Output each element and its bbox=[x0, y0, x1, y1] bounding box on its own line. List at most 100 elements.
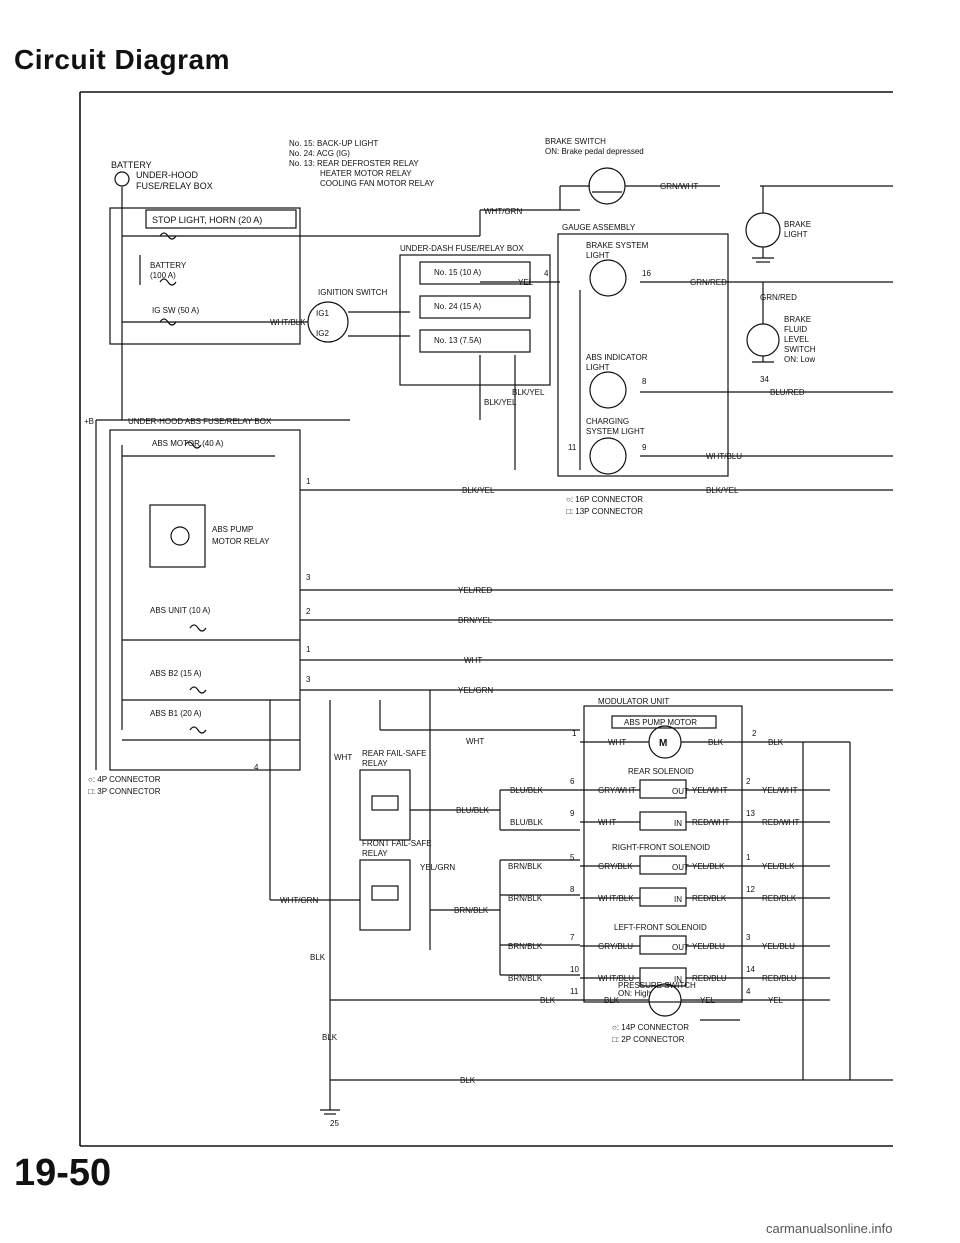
pin-3: 3 bbox=[306, 573, 311, 582]
wire-blk-pressure: BLK bbox=[540, 996, 556, 1005]
underdash-box-label: UNDER-DASH FUSE/RELAY BOX bbox=[400, 244, 524, 253]
wire-gry-wht: GRY/WHT bbox=[598, 786, 636, 795]
pin-5: 5 bbox=[570, 853, 575, 862]
brake-fluid-label-5: ON: Low bbox=[784, 355, 815, 364]
wire-wht-5: WHT bbox=[598, 818, 616, 827]
rear-sol-in: IN bbox=[674, 819, 682, 828]
wire-yel-blu: YEL/BLU bbox=[692, 942, 725, 951]
rf-sol-in: IN bbox=[674, 895, 682, 904]
wire-blk-motor-2: BLK bbox=[768, 738, 784, 747]
lf-solenoid-label: LEFT-FRONT SOLENOID bbox=[614, 923, 707, 932]
lf-sol-in: IN bbox=[674, 975, 682, 984]
lf-sol-out: OUT bbox=[672, 943, 689, 952]
watermark: carmanualsonline.info bbox=[766, 1221, 893, 1236]
abs-b1-fuse-label: ABS B1 (20 A) bbox=[150, 709, 202, 718]
pin-2c: 2 bbox=[752, 729, 757, 738]
pin-1c: 1 bbox=[572, 729, 577, 738]
abs-pump-relay-label-1: ABS PUMP bbox=[212, 525, 253, 534]
pin-14: 14 bbox=[746, 965, 755, 974]
battery-fuse-label: BATTERY bbox=[150, 261, 187, 270]
modulator-connector-14p: ○: 14P CONNECTOR bbox=[612, 1023, 689, 1032]
rear-failsafe-label-1: REAR FAIL-SAFE bbox=[362, 749, 426, 758]
front-failsafe-label-1: FRONT FAIL-SAFE bbox=[362, 839, 432, 848]
front-failsafe-label-2: RELAY bbox=[362, 849, 388, 858]
pin-13: 13 bbox=[746, 809, 755, 818]
wire-blk-yel-2: BLK/YEL bbox=[484, 398, 517, 407]
ig1-label: IG1 bbox=[316, 309, 329, 318]
battery-fuse-rating: (100 A) bbox=[150, 271, 176, 280]
ignition-switch-label: IGNITION SWITCH bbox=[318, 288, 388, 297]
pin-3d: 3 bbox=[746, 933, 751, 942]
charging-light-label-2: SYSTEM LIGHT bbox=[586, 427, 645, 436]
pin-7: 7 bbox=[570, 933, 575, 942]
wire-blu-blk-3: BLU/BLK bbox=[510, 818, 544, 827]
wire-yel-grn: YEL/GRN bbox=[458, 686, 493, 695]
brake-switch-label: BRAKE SWITCH bbox=[545, 137, 606, 146]
brake-fluid-label-2: FLUID bbox=[784, 325, 807, 334]
abs-indicator-label-2: LIGHT bbox=[586, 363, 610, 372]
underdash-fuse-15: No. 15 (10 A) bbox=[434, 268, 481, 277]
wire-yel-top: YEL bbox=[518, 278, 534, 287]
brake-fluid-label-4: SWITCH bbox=[784, 345, 816, 354]
rear-solenoid-label: REAR SOLENOID bbox=[628, 767, 694, 776]
wire-wht: WHT bbox=[464, 656, 482, 665]
gauge-connector-16p: ○: 16P CONNECTOR bbox=[566, 495, 643, 504]
wire-blu-red: BLU/RED bbox=[770, 388, 805, 397]
fuse-note-2: No. 24: ACG (IG) bbox=[289, 149, 350, 158]
wire-wht-blu: WHT/BLU bbox=[706, 452, 742, 461]
wire-yel-blk: YEL/BLK bbox=[692, 862, 725, 871]
wire-yel-pressure: YEL bbox=[700, 996, 716, 1005]
wire-blk-yel-1: BLK/YEL bbox=[512, 388, 545, 397]
brake-fluid-label-1: BRAKE bbox=[784, 315, 811, 324]
plus-b-label: +B bbox=[84, 417, 94, 426]
fuse-note-4: HEATER MOTOR RELAY bbox=[320, 169, 412, 178]
wire-blu-blk-1: BLU/BLK bbox=[456, 806, 490, 815]
wire-blk-yel-4: BLK/YEL bbox=[706, 486, 739, 495]
wire-brn-blk-3: BRN/BLK bbox=[454, 906, 489, 915]
wire-brn-blk-1: BRN/BLK bbox=[508, 862, 543, 871]
brake-fluid-label-3: LEVEL bbox=[784, 335, 809, 344]
wire-grn-wht: GRN/WHT bbox=[660, 182, 698, 191]
wire-yel-red: YEL/RED bbox=[458, 586, 492, 595]
modulator-connector-2p: □: 2P CONNECTOR bbox=[612, 1035, 685, 1044]
abs-indicator-label-1: ABS INDICATOR bbox=[586, 353, 648, 362]
pin-1d: 1 bbox=[746, 853, 751, 862]
pin-8: 8 bbox=[642, 377, 647, 386]
rear-failsafe-label-2: RELAY bbox=[362, 759, 388, 768]
wire-gry-blu: GRY/BLU bbox=[598, 942, 633, 951]
pin-4d: 4 bbox=[746, 987, 751, 996]
wire-blk-pressure-2: BLK bbox=[604, 996, 620, 1005]
pin-2: 2 bbox=[306, 607, 311, 616]
pin-34: 34 bbox=[760, 375, 769, 384]
pin-1b: 1 bbox=[306, 645, 311, 654]
pin-11: 11 bbox=[568, 443, 577, 452]
wire-blk-relay-2: BLK bbox=[322, 1033, 338, 1042]
pin-11b: 11 bbox=[570, 987, 579, 996]
modulator-unit-label: MODULATOR UNIT bbox=[598, 697, 669, 706]
wire-red-blk-2: RED/BLK bbox=[762, 894, 797, 903]
pin-3b: 3 bbox=[306, 675, 311, 684]
pin-12: 12 bbox=[746, 885, 755, 894]
rear-sol-out: OUT bbox=[672, 787, 689, 796]
underdash-fuse-13: No. 13 (7.5A) bbox=[434, 336, 482, 345]
fuse-note-5: COOLING FAN MOTOR RELAY bbox=[320, 179, 435, 188]
wire-red-blk: RED/BLK bbox=[692, 894, 727, 903]
wire-wht-3: WHT bbox=[608, 738, 626, 747]
underhood-box-label-2: FUSE/RELAY BOX bbox=[136, 181, 213, 191]
wire-red-wht-2: RED/WHT bbox=[762, 818, 799, 827]
page-number: 19-50 bbox=[14, 1152, 112, 1194]
pin-10: 10 bbox=[570, 965, 579, 974]
page-title: Circuit Diagram bbox=[14, 44, 230, 75]
pin-6: 6 bbox=[570, 777, 575, 786]
pin-9b: 9 bbox=[570, 809, 575, 818]
abs-pump-relay-label-2: MOTOR RELAY bbox=[212, 537, 270, 546]
wire-wht-blu-2: WHT/BLU bbox=[598, 974, 634, 983]
abs-pump-motor-label: ABS PUMP MOTOR bbox=[624, 718, 697, 727]
gauge-connector-13p: □: 13P CONNECTOR bbox=[566, 507, 643, 516]
rf-sol-out: OUT bbox=[672, 863, 689, 872]
wire-wht-blk: WHT/BLK bbox=[270, 318, 306, 327]
wire-yel-grn-2: YEL/GRN bbox=[420, 863, 455, 872]
wire-brn-blk-5: BRN/BLK bbox=[508, 974, 543, 983]
wire-blk-ground: BLK bbox=[460, 1076, 476, 1085]
pin-4b: 4 bbox=[254, 763, 259, 772]
